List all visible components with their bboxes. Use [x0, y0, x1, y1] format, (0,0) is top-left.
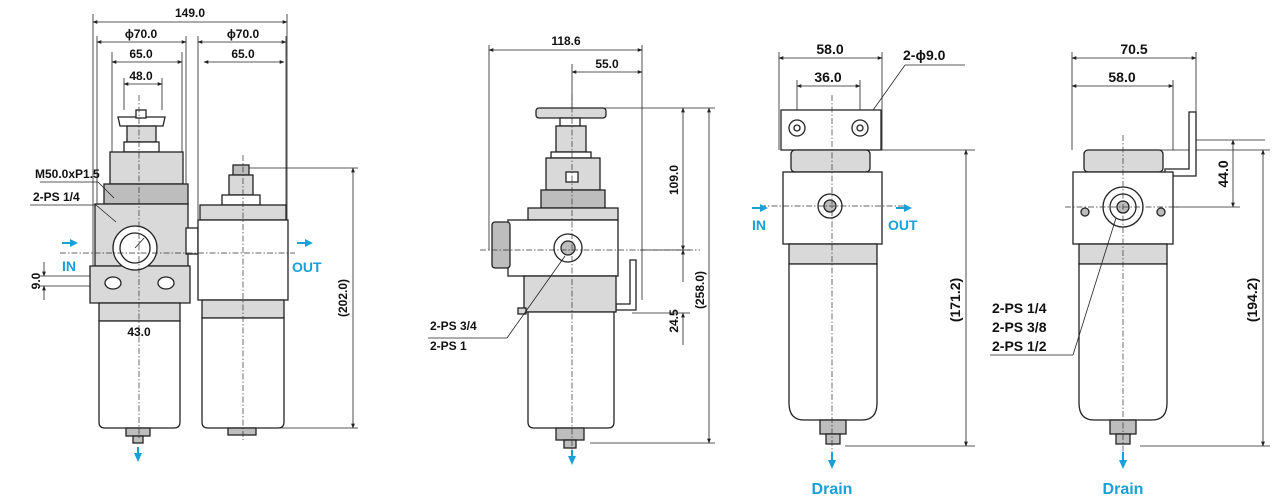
dim-overall-width: 118.6	[551, 34, 581, 48]
dim-height: (194.2)	[1244, 278, 1260, 322]
out-label: OUT	[888, 217, 918, 233]
dim-total-height: (258.0)	[693, 271, 707, 309]
dim-bracket-height: 44.0	[1215, 160, 1231, 187]
dim-knob-offset: 55.0	[595, 57, 619, 71]
dim-bracket-height: 24.5	[667, 309, 681, 333]
dim-bowl1-diameter: ϕ70.0	[125, 27, 158, 41]
dim-body-width: 58.0	[1108, 69, 1135, 85]
dim-body1-width: 65.0	[129, 47, 153, 61]
view1-front-assembly: 149.0 ϕ70.0 ϕ70.0 65.0 65.0 48.0 43.0 (2…	[29, 6, 358, 462]
port-label-1: 2-PS 1/4	[992, 300, 1047, 316]
dim-hole-spacing: 36.0	[814, 69, 841, 85]
view3-filter-front: 58.0 36.0 2-ϕ9.0 (171.2) IN OUT Drain	[752, 41, 975, 498]
dim-bracket-width: 58.0	[816, 41, 843, 57]
dim-bracket-holes: 43.0	[127, 325, 151, 339]
view2-side-view: 118.6 55.0 109.0 24.5 (258.0) 2-PS 3/4 2…	[428, 34, 715, 465]
in-label: IN	[62, 258, 76, 274]
dim-top-height: 109.0	[667, 165, 681, 195]
dim-port-offset: 9.0	[29, 272, 43, 289]
out-label: OUT	[292, 259, 322, 275]
dim-cap-width: 48.0	[129, 69, 153, 83]
in-label: IN	[752, 217, 766, 233]
port-label-2: 2-PS 1	[430, 339, 467, 353]
dim-body2-width: 65.0	[231, 47, 255, 61]
dim-bowl2-diameter: ϕ70.0	[227, 27, 260, 41]
port-label-1: 2-PS 3/4	[430, 319, 477, 333]
thread-label: M50.0xP1.5	[35, 167, 100, 181]
port-label-3: 2-PS 1/2	[992, 338, 1047, 354]
port-label-2: 2-PS 3/8	[992, 319, 1047, 335]
dim-overall-width: 70.5	[1120, 41, 1147, 57]
port-label: 2-PS 1/4	[33, 190, 80, 204]
view4-filter-side: 70.5 58.0 44.0 (194.2) 2-PS 1/4 2-PS 3/8…	[990, 41, 1270, 498]
dim-height: (202.0)	[336, 279, 350, 317]
drain-label: Drain	[812, 481, 853, 498]
dim-overall-width: 149.0	[175, 6, 205, 20]
dim-height: (171.2)	[947, 278, 963, 322]
hole-label: 2-ϕ9.0	[903, 47, 946, 63]
drain-label: Drain	[1103, 481, 1144, 498]
